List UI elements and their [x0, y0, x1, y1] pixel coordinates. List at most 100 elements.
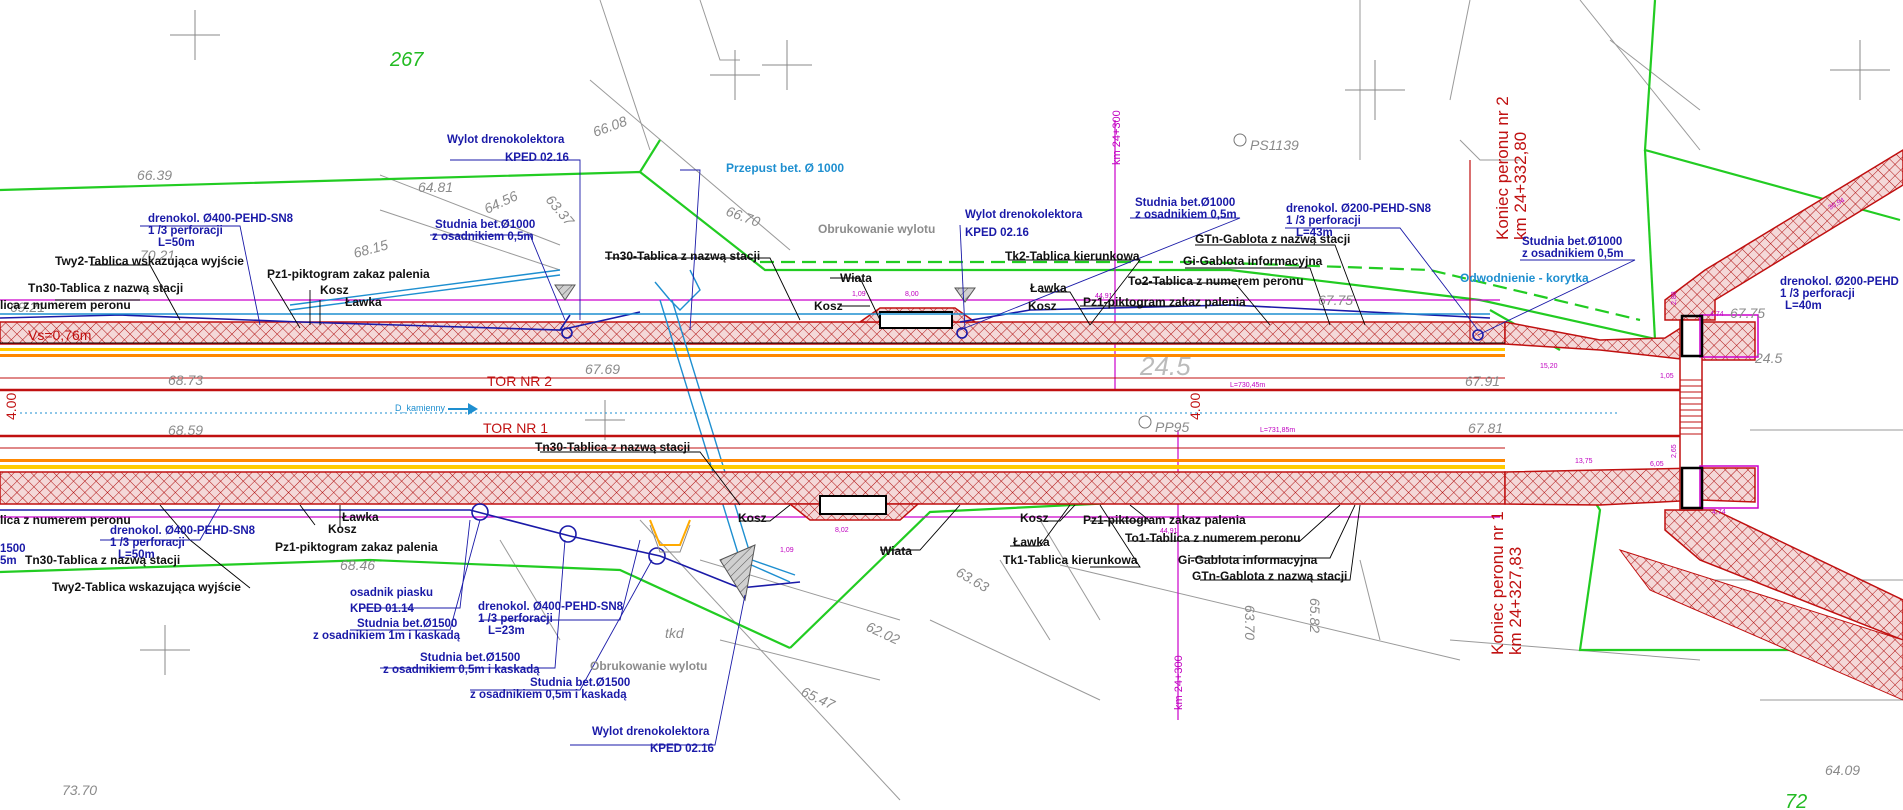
dimension-label: 8,02: [835, 527, 849, 534]
showcase-info: Gi-Gablota informacyjna: [1183, 254, 1323, 268]
parcel-number-2: 72: [1785, 791, 1807, 810]
dimension-label: 1,09: [852, 291, 866, 298]
tracks: [0, 377, 1690, 449]
elevation-label: 66.39: [137, 167, 172, 183]
drainage-lower: [0, 503, 801, 589]
bench-label-top: Ławka: [1030, 281, 1067, 295]
speed-label: Vs=0,76m: [28, 327, 91, 343]
sand-trap-code: KPED 01.14: [350, 603, 415, 615]
shelter-label: Wiata: [840, 271, 872, 285]
showcase-name: GTn-Gablota z nazwą stacji: [1195, 232, 1350, 246]
platform-1-end-km: km 24+327,83: [1506, 547, 1525, 655]
drain-len-b: L=50m: [118, 549, 155, 561]
sign-to-left: lica z numerem peronu: [0, 298, 131, 312]
dimension-label: 13,75: [1575, 458, 1593, 465]
elevation-label: 65.47: [799, 683, 839, 713]
elevation-label: 66.70: [724, 203, 763, 230]
boundary-dashed: [760, 260, 1641, 322]
elevation-label: 64.56: [482, 187, 521, 216]
platform-1: [0, 459, 1756, 521]
outlet-code-b: KPED 02.16: [650, 743, 714, 755]
outlet-label-b: Wylot drenokolektora: [592, 726, 710, 738]
well-b3-sub: z osadnikiem 0,5m i kaskadą: [470, 689, 627, 701]
km-mark-top: km 24+300: [1111, 110, 1123, 165]
elevation-label: 67.91: [1465, 373, 1500, 389]
elevation-label: 68.59: [168, 422, 203, 438]
bin-label: Kosz: [320, 283, 349, 297]
well-label-left: Studnia bet.Ø1000: [435, 219, 535, 231]
elevation-label: 67.75: [1318, 292, 1353, 308]
leader-lines-blue: [100, 159, 1636, 746]
well-b2: Studnia bet.Ø1500: [420, 652, 520, 664]
sign-pz1-top: Pz1-piktogram zakaz palenia: [1083, 295, 1246, 309]
dimension-label: 4,74: [1710, 311, 1724, 318]
track-2-label: TOR NR 2: [487, 373, 552, 389]
shelter-label-b: Wiata: [880, 544, 912, 558]
dimension-label: 4,74: [1712, 509, 1726, 516]
cable-label: D_kamienny: [395, 403, 446, 413]
drain-label-right: drenokol. Ø200-PEHD-SN8: [1286, 203, 1432, 215]
elevation-label: 68.46: [340, 557, 375, 573]
riprap-label-b: Obrukowanie wylotu: [590, 659, 707, 673]
drain-perf-left: 1 /3 perforacji: [148, 225, 223, 237]
elevation-label: 65.82: [1307, 598, 1323, 633]
outlet-label-2: Wylot drenokolektora: [965, 209, 1083, 221]
bench-label: Ławka: [345, 295, 382, 309]
magenta-guides: [0, 120, 1500, 720]
dimensions: 1,09 8,00 44,91 8,02 1,09 44,91 L=730,45…: [780, 197, 1846, 554]
bench-label-b: Ławka: [342, 510, 379, 524]
pp-point-marker: [1138, 415, 1152, 429]
elevation-label: 66.08: [591, 113, 630, 140]
outlet-code: KPED 02.16: [505, 152, 569, 164]
ps-point-marker: [1233, 133, 1247, 147]
sign-tn30-mid: Tn30-Tablica z nazwą stacji: [535, 440, 690, 454]
bin-label-br: Kosz: [1020, 511, 1049, 525]
bin-label-top: Kosz: [814, 299, 843, 313]
sign-pz1: Pz1-piktogram zakaz palenia: [267, 267, 430, 281]
well-b1: Studnia bet.Ø1500: [357, 618, 457, 630]
drain-label-b: drenokol. Ø400-PEHD-SN8: [110, 525, 256, 537]
elevation-label: 70.21: [140, 247, 175, 263]
drain-b2: drenokol. Ø400-PEHD-SN8: [478, 601, 624, 613]
fragment-b: 5m: [0, 555, 17, 567]
drain-perf-right: 1 /3 perforacji: [1286, 215, 1361, 227]
drain-perf-far: 1 /3 perforacji: [1780, 288, 1855, 300]
well-label-right: Studnia bet.Ø1000: [1522, 236, 1622, 248]
sign-twy2-b: Twy2-Tablica wskazująca wyjście: [52, 580, 241, 594]
bin-label-top-2: Kosz: [1028, 299, 1057, 313]
km-mark-bottom: km 24+300: [1173, 655, 1185, 710]
elevation-label: tkd: [665, 625, 685, 641]
dimension-label: 2,65: [1671, 444, 1678, 458]
dimension-label: 8,00: [905, 291, 919, 298]
dimension-label: 15,20: [1540, 363, 1558, 370]
drain-b2-perf: 1 /3 perforacji: [478, 613, 553, 625]
right-structures: [1469, 149, 1903, 701]
showcase-name-b: GTn-Gablota z nazwą stacji: [1192, 569, 1347, 583]
dimension-label: 1,09: [780, 547, 794, 554]
culvert-label: Przepust bet. Ø 1000: [726, 161, 844, 175]
elevation-label: 73.70: [62, 782, 97, 798]
track-1-label: TOR NR 1: [483, 420, 548, 436]
dimension-label: 44,91: [1095, 293, 1113, 300]
drain-len-far: L=40m: [1785, 300, 1822, 312]
well-b3: Studnia bet.Ø1500: [530, 677, 630, 689]
well-b1-sub: z osadnikiem 1m i kaskadą: [313, 630, 461, 642]
elevation-label: 24.5: [1139, 351, 1191, 381]
drain-perf-b: 1 /3 perforacji: [110, 537, 185, 549]
axis-distance-mid: 4.00: [1187, 393, 1203, 420]
elevation-label: 24.5: [1754, 350, 1782, 366]
well-label-left-sub: z osadnikiem 0,5m: [432, 231, 534, 243]
sign-tk2: Tk2-Tablica kierunkowa: [1005, 249, 1140, 263]
dimension-label: L=730,45m: [1230, 382, 1265, 389]
elevation-label: 67.69: [585, 361, 620, 377]
elevation-label: 63.63: [954, 564, 993, 595]
well-label-sub: z osadnikiem 0,5m: [1135, 209, 1237, 221]
sign-to-left-b: lica z numerem peronu: [0, 513, 131, 527]
drain-label-left: drenokol. Ø400-PEHD-SN8: [148, 213, 294, 225]
sign-to2: To2-Tablica z numerem peronu: [1128, 274, 1304, 288]
labels-top: Wylot drenokolektora KPED 02.16 Przepust…: [0, 134, 1899, 313]
bin-label-b: Kosz: [328, 522, 357, 536]
riprap-label: Obrukowanie wylotu: [818, 222, 935, 236]
